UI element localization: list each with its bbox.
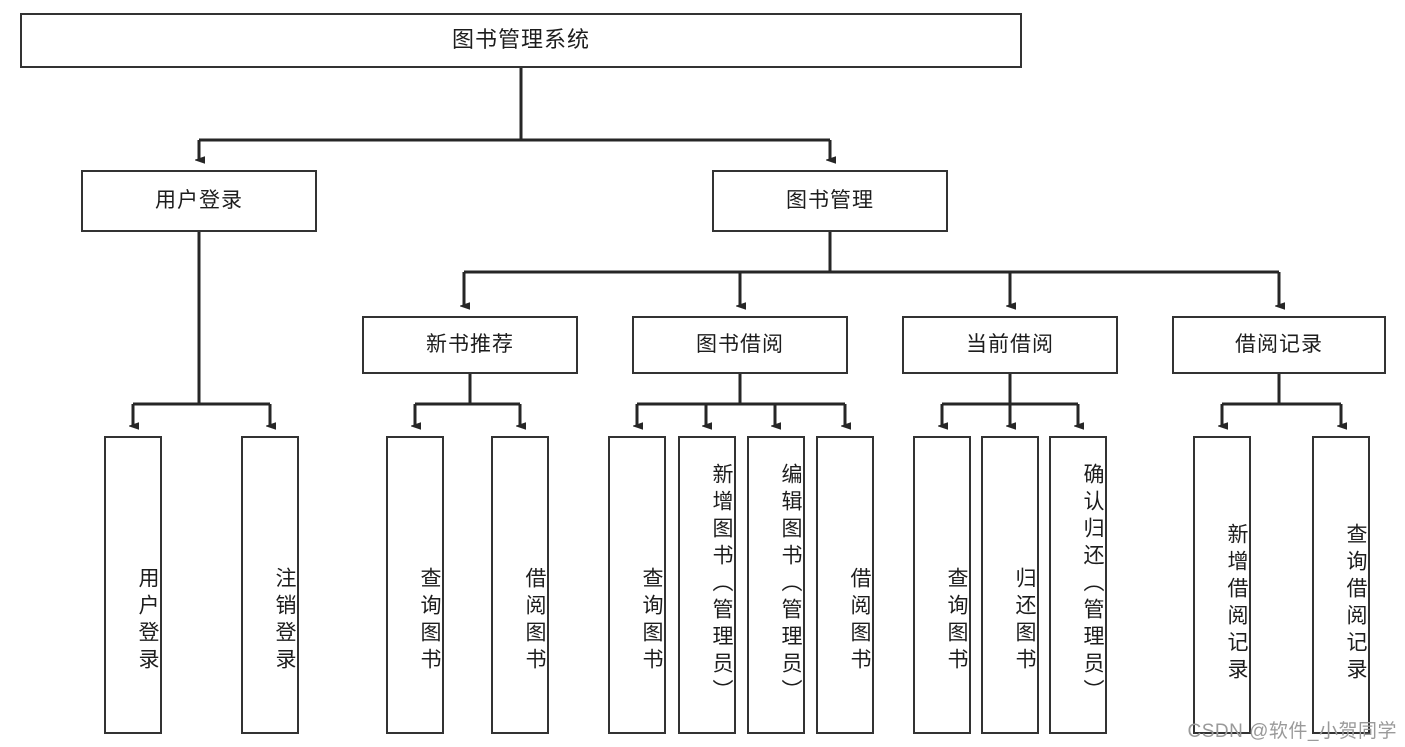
node-new-book-recommendation[interactable]: 新书推荐 <box>362 316 578 374</box>
node-borrowing-record[interactable]: 借阅记录 <box>1172 316 1386 374</box>
node-label: 借阅图书 <box>523 567 546 675</box>
node-book-borrowing[interactable]: 图书借阅 <box>632 316 848 374</box>
leaf-borrow-book-new-recommendation[interactable]: 借阅图书 <box>491 436 549 734</box>
node-label: 新增图书（管理员） <box>710 462 733 706</box>
leaf-add-borrowing-record[interactable]: 新增借阅记录 <box>1193 436 1251 734</box>
leaf-query-book-new-recommendation[interactable]: 查询图书 <box>386 436 444 734</box>
node-label: 新增借阅记录 <box>1225 523 1248 685</box>
leaf-confirm-return-admin[interactable]: 确认归还（管理员） <box>1049 436 1107 734</box>
leaf-query-book-current[interactable]: 查询图书 <box>913 436 971 734</box>
leaf-borrow-book-borrowing[interactable]: 借阅图书 <box>816 436 874 734</box>
node-label: 图书管理 <box>786 189 874 213</box>
node-current-borrowing[interactable]: 当前借阅 <box>902 316 1118 374</box>
csdn-watermark: CSDN @软件_小贺同学 <box>1187 721 1397 742</box>
leaf-add-book-admin[interactable]: 新增图书（管理员） <box>678 436 736 734</box>
node-label: 新书推荐 <box>426 333 514 357</box>
leaf-edit-book-admin[interactable]: 编辑图书（管理员） <box>747 436 805 734</box>
node-label: 注销登录 <box>273 567 296 675</box>
node-label: 查询图书 <box>640 567 663 675</box>
node-label: 查询借阅记录 <box>1344 523 1367 685</box>
node-label: 用户登录 <box>136 567 159 675</box>
node-book-management[interactable]: 图书管理 <box>712 170 948 232</box>
node-label: 借阅图书 <box>848 567 871 675</box>
node-label: 查询图书 <box>418 567 441 675</box>
leaf-return-book[interactable]: 归还图书 <box>981 436 1039 734</box>
leaf-logout[interactable]: 注销登录 <box>241 436 299 734</box>
node-user-login[interactable]: 用户登录 <box>81 170 317 232</box>
leaf-user-login[interactable]: 用户登录 <box>104 436 162 734</box>
leaf-query-book-borrowing[interactable]: 查询图书 <box>608 436 666 734</box>
node-label: 编辑图书（管理员） <box>779 462 802 706</box>
node-label: 借阅记录 <box>1235 333 1323 357</box>
node-label: 当前借阅 <box>966 333 1054 357</box>
node-label: 归还图书 <box>1013 567 1036 675</box>
node-root-book-management-system[interactable]: 图书管理系统 <box>20 13 1022 68</box>
node-label: 确认归还（管理员） <box>1081 462 1104 706</box>
leaf-query-borrowing-record[interactable]: 查询借阅记录 <box>1312 436 1370 734</box>
node-label: 用户登录 <box>155 189 243 213</box>
node-label: 图书借阅 <box>696 333 784 357</box>
node-label: 图书管理系统 <box>451 27 590 53</box>
node-label: 查询图书 <box>945 567 968 675</box>
